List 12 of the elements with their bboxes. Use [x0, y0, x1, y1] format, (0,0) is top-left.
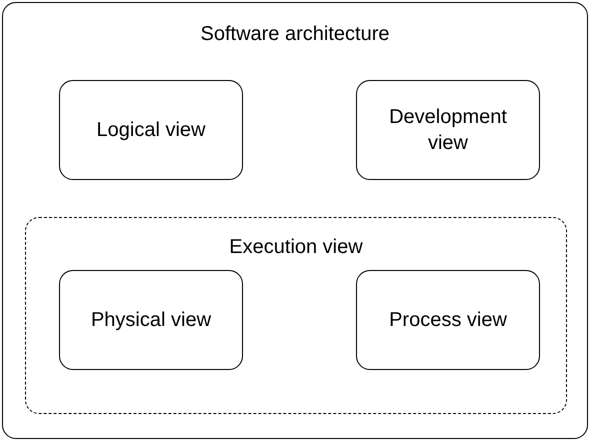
box-label: Development view	[388, 105, 508, 156]
view-box	[59, 270, 243, 370]
box-label: Process view	[388, 308, 508, 333]
architecture-container	[2, 2, 588, 439]
group-title: Software architecture	[200, 22, 390, 47]
group-title: Execution view	[228, 235, 364, 260]
view-box	[356, 80, 540, 180]
dashed-group-box	[25, 217, 567, 414]
box-label: Logical view	[96, 118, 206, 143]
view-box	[59, 80, 243, 180]
view-box	[356, 270, 540, 370]
box-label: Physical view	[90, 308, 212, 333]
